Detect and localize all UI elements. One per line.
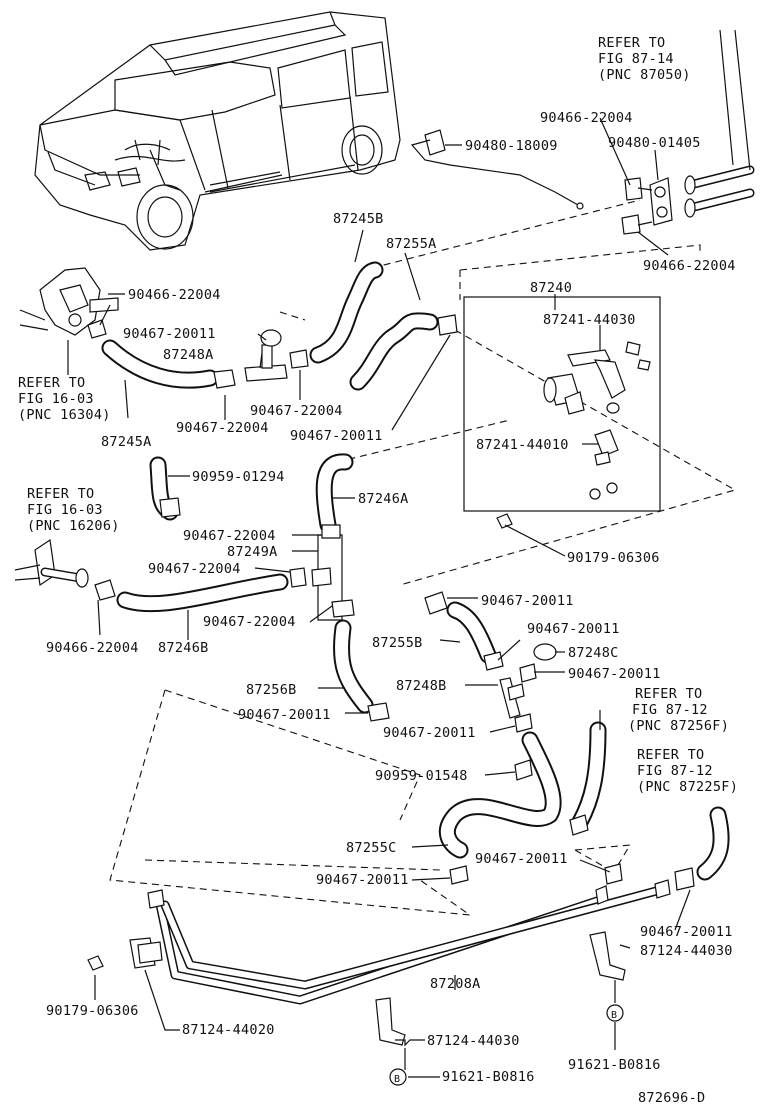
leader-dashes [109,199,737,916]
refer-fig-16-03-a-line2: FIG 16-03 [18,391,94,407]
part-91621-B0816-bottom: 91621-B0816 [442,1069,535,1085]
part-87255A: 87255A [386,236,437,252]
part-87124-44030-bottom: 87124-44030 [427,1033,520,1049]
part-87255B: 87255B [372,635,423,651]
part-90179-06306-right: 90179-06306 [567,550,660,566]
refer-fig-16-03-b-line1: REFER TO [27,486,94,502]
refer-fig-87-12-a-line2: FIG 87-12 [632,702,708,718]
refer-fig-16-03-b-line3: (PNC 16206) [27,518,120,534]
part-90467-22004-lower-left: 90467-22004 [148,561,241,577]
unions-and-clamps [159,314,695,891]
part-labels: REFER TO FIG 87-14 (PNC 87050) 90466-220… [18,35,738,1106]
refer-fig-87-12-a-line3: (PNC 87256F) [628,718,729,734]
part-90467-20011-lower-left: 90467-20011 [238,707,331,723]
part-90467-20011-bottom-far-right: 90467-20011 [640,924,733,940]
part-90466-22004-right: 90466-22004 [643,258,736,274]
part-87255C: 87255C [346,840,397,856]
refer-fig-87-14-line2: FIG 87-14 [598,51,674,67]
refer-fig-87-12-b-line1: REFER TO [637,747,704,763]
refer-fig-87-12-b-line3: (PNC 87225F) [637,779,738,795]
part-87124-44020: 87124-44020 [182,1022,275,1038]
part-90179-06306-left: 90179-06306 [46,1003,139,1019]
refer-fig-87-12-b-line2: FIG 87-12 [637,763,713,779]
part-87256B: 87256B [246,682,297,698]
part-91621-B0816-right: 91621-B0816 [568,1057,661,1073]
part-90466-22004-left: 90466-22004 [128,287,221,303]
part-90467-20011-right-upper: 90467-20011 [481,593,574,609]
part-90467-20011-right-mid2: 90467-20011 [568,666,661,682]
part-90480-18009: 90480-18009 [465,138,558,154]
brackets-and-nuts [87,513,626,1046]
svg-text:B: B [394,1074,400,1085]
refer-fig-87-14-line1: REFER TO [598,35,665,51]
part-90467-22004-left: 90467-22004 [176,420,269,436]
leader-lines [67,117,691,1078]
part-90480-01405: 90480-01405 [608,135,701,151]
refer-fig-16-03-a-line3: (PNC 16304) [18,407,111,423]
refer-fig-16-03-b-line2: FIG 16-03 [27,502,103,518]
part-90467-22004-upper-center: 90467-22004 [183,528,276,544]
part-90467-20011-bottom-right: 90467-20011 [475,851,568,867]
part-90467-20011-upper: 90467-20011 [123,326,216,342]
part-90466-22004-lower-left: 90466-22004 [46,640,139,656]
svg-text:B: B [611,1010,617,1021]
part-90466-22004-top: 90466-22004 [540,110,633,126]
engine-bracket-left-upper [19,267,119,339]
part-90467-20011-center: 90467-20011 [290,428,383,444]
part-87246B: 87246B [158,640,209,656]
part-87241-44010: 87241-44010 [476,437,569,453]
part-87208A: 87208A [430,976,481,992]
part-90467-20011-right-mid: 90467-20011 [527,621,620,637]
part-87245A: 87245A [101,434,152,450]
part-87240: 87240 [530,280,572,296]
refer-fig-87-12-a-line1: REFER TO [635,686,702,702]
part-90959-01548: 90959-01548 [375,768,468,784]
part-87248A: 87248A [163,347,214,363]
part-90467-20011-bottom-center: 90467-20011 [316,872,409,888]
part-87241-44030: 87241-44030 [543,312,636,328]
refer-fig-16-03-a-line1: REFER TO [18,375,85,391]
engine-bracket-left-lower [14,538,116,601]
refer-fig-87-14-line3: (PNC 87050) [598,67,691,83]
part-87245B: 87245B [333,211,384,227]
part-90467-22004-mid: 90467-22004 [250,403,343,419]
part-87246A: 87246A [358,491,409,507]
grommet-90480-18009 [410,129,584,210]
part-90467-22004-lower-center: 90467-22004 [203,614,296,630]
circle-b-marker-2: B [606,1004,624,1022]
vehicle-illustration [34,11,401,251]
heater-water-pipe-87208A [147,879,671,1005]
part-87124-44030-right: 87124-44030 [640,943,733,959]
figure-code: 872696-D [638,1090,705,1106]
circle-b-marker-1: B [389,1068,407,1086]
part-87249A: 87249A [227,544,278,560]
water-valve-assembly-box [463,296,661,512]
part-87248B: 87248B [396,678,447,694]
part-87248C: 87248C [568,645,619,661]
part-90467-20011-lower-center: 90467-20011 [383,725,476,741]
part-90959-01294: 90959-01294 [192,469,285,485]
